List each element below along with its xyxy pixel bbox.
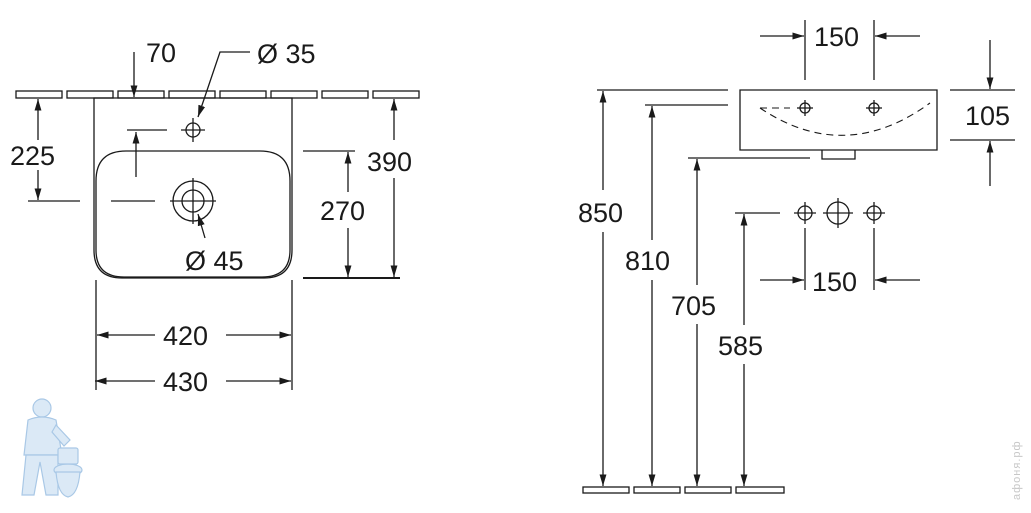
dim-supply-height: 585	[718, 331, 763, 361]
dim-tap-height: 225	[10, 141, 55, 171]
dim-810: 810	[625, 246, 670, 276]
dim-bowl-width: 420	[163, 321, 208, 351]
dim-tap-spacing-bottom: 150	[812, 267, 857, 297]
dim-705: 705	[671, 291, 716, 321]
dim-bowl-depth: 270	[320, 196, 365, 226]
side-view: 150 105 850 810 705 585	[578, 20, 1015, 494]
basin-side-outline	[739, 89, 938, 151]
wall-tiles	[15, 90, 420, 99]
dim-rim-height: 850	[578, 198, 623, 228]
watermark: афоня.рф	[1011, 440, 1023, 500]
dim-basin-height: 105	[965, 101, 1010, 131]
plumber-logo	[21, 398, 83, 498]
dim-tap-hole: Ø 35	[257, 39, 316, 69]
drain-hole	[170, 178, 216, 224]
front-view: 70 Ø 35 225 Ø 45 270 390 420 430	[10, 38, 420, 397]
dim-total-width: 430	[163, 367, 208, 397]
bowl-outline	[95, 150, 291, 278]
dim-drain: Ø 45	[185, 246, 244, 276]
basin-outline	[93, 97, 293, 279]
dim-total-depth: 390	[367, 147, 412, 177]
supply-fittings	[794, 198, 885, 228]
tap-hole	[181, 118, 205, 142]
side-tap-holes	[797, 100, 882, 116]
dim-tap-offset: 70	[146, 38, 176, 68]
floor-tiles	[582, 486, 785, 494]
dim-tap-spacing-top: 150	[814, 22, 859, 52]
